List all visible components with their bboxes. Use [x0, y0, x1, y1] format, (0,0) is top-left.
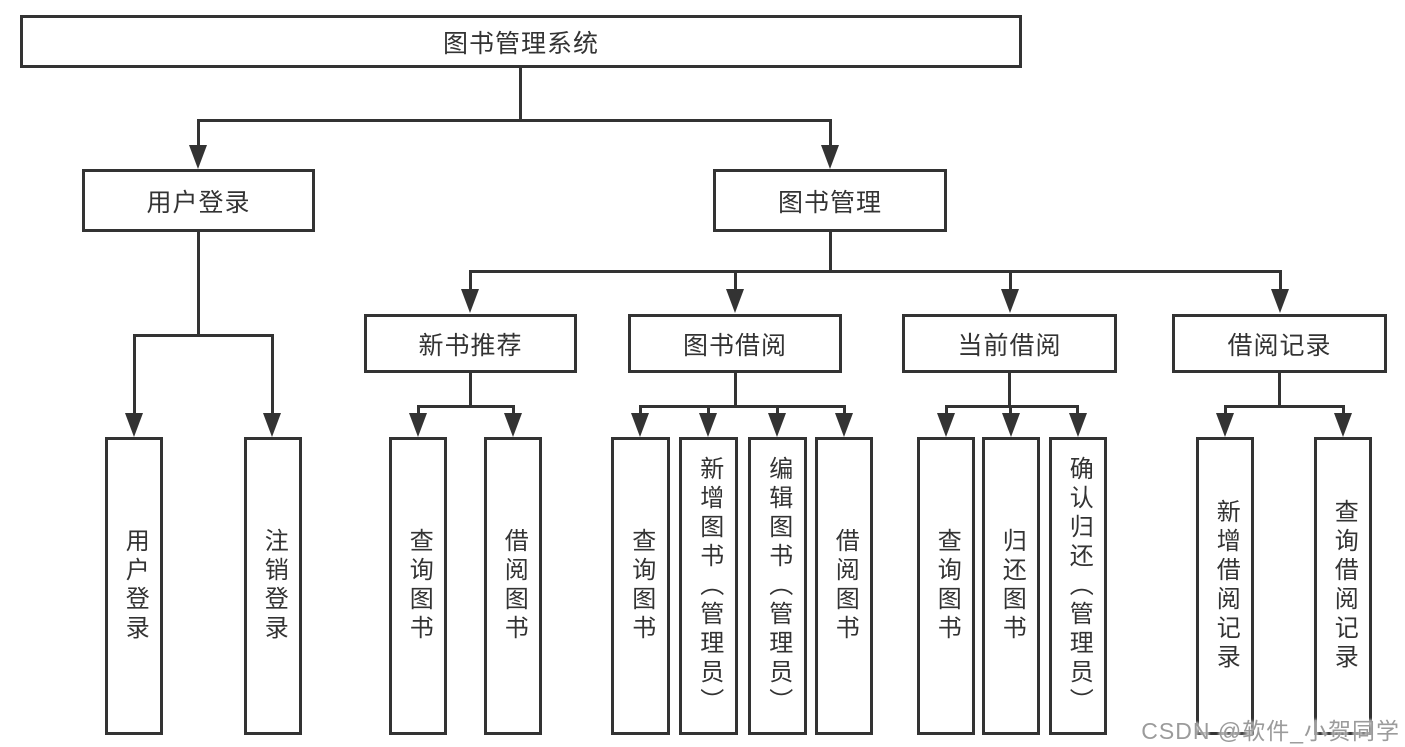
node-borrowing-records: 借阅记录 [1172, 314, 1387, 373]
arrow-down-icon [1271, 289, 1289, 313]
node-user-login: 用户登录 [82, 169, 315, 232]
leaf-label: 查询图书 [405, 528, 433, 644]
arrow-down-icon [189, 145, 207, 169]
line-segment [1224, 405, 1345, 408]
line-segment [469, 373, 472, 408]
line-segment [707, 405, 710, 415]
leaf-label: 借阅图书 [831, 528, 859, 644]
leaf-bb-query-books: 查询图书 [611, 437, 670, 735]
node-label: 新书推荐 [418, 331, 523, 360]
line-segment [1009, 405, 1012, 415]
line-segment [133, 334, 274, 337]
leaf-label: 查询借阅记录 [1330, 499, 1358, 673]
leaf-cb-query-books: 查询图书 [917, 437, 975, 735]
line-segment [417, 405, 515, 408]
arrow-down-icon [1002, 413, 1020, 437]
line-segment [776, 405, 779, 415]
node-library-management-system: 图书管理系统 [20, 15, 1022, 68]
leaf-label: 注销登录 [260, 528, 288, 644]
leaf-label: 新增借阅记录 [1212, 499, 1240, 673]
line-segment [469, 270, 1282, 273]
line-segment [271, 334, 274, 414]
leaf-label: 确认归还（管理员） [1065, 455, 1093, 717]
arrow-down-icon [1216, 413, 1234, 437]
leaf-label: 用户登录 [121, 528, 149, 644]
arrow-down-icon [631, 413, 649, 437]
line-segment [197, 232, 200, 337]
node-new-book-recommend: 新书推荐 [364, 314, 577, 373]
arrow-down-icon [835, 413, 853, 437]
node-label: 用户登录 [146, 188, 251, 217]
line-segment [639, 405, 846, 408]
node-current-borrowing: 当前借阅 [902, 314, 1117, 373]
leaf-label: 新增图书（管理员） [695, 455, 723, 717]
line-segment [1224, 405, 1227, 415]
node-label: 图书管理系统 [442, 29, 599, 58]
arrow-down-icon [263, 413, 281, 437]
arrow-down-icon [1334, 413, 1352, 437]
line-segment [945, 405, 948, 415]
node-label: 图书借阅 [682, 331, 787, 360]
arrow-down-icon [409, 413, 427, 437]
line-segment [1009, 270, 1012, 290]
arrow-down-icon [461, 289, 479, 313]
leaf-label: 查询图书 [627, 528, 655, 644]
line-segment [1342, 405, 1345, 415]
line-segment [197, 119, 200, 147]
node-label: 借阅记录 [1227, 331, 1332, 360]
arrow-down-icon [768, 413, 786, 437]
leaf-bb-add-books-admin: 新增图书（管理员） [679, 437, 738, 735]
leaf-label: 编辑图书（管理员） [764, 455, 792, 717]
line-segment [1076, 405, 1079, 415]
watermark: CSDN @软件_小贺同学 [1141, 718, 1400, 744]
node-label: 当前借阅 [957, 331, 1062, 360]
leaf-label: 归还图书 [998, 528, 1026, 644]
leaf-logout: 注销登录 [244, 437, 302, 735]
leaf-br-query-record: 查询借阅记录 [1314, 437, 1372, 735]
leaf-nbr-borrow-books: 借阅图书 [484, 437, 542, 735]
leaf-user-login: 用户登录 [105, 437, 163, 735]
line-segment [843, 405, 846, 415]
arrow-down-icon [937, 413, 955, 437]
arrow-down-icon [504, 413, 522, 437]
node-book-borrowing: 图书借阅 [628, 314, 842, 373]
arrow-down-icon [699, 413, 717, 437]
line-segment [734, 373, 737, 408]
line-segment [417, 405, 420, 415]
arrow-down-icon [1069, 413, 1087, 437]
line-segment [512, 405, 515, 415]
node-label: 图书管理 [777, 188, 882, 217]
arrow-down-icon [821, 145, 839, 169]
line-segment [734, 270, 737, 290]
line-segment [639, 405, 642, 415]
line-segment [1279, 270, 1282, 290]
leaf-nbr-query-books: 查询图书 [389, 437, 447, 735]
line-segment [519, 68, 522, 122]
line-segment [1008, 373, 1011, 408]
leaf-br-add-record: 新增借阅记录 [1196, 437, 1254, 735]
line-segment [469, 270, 472, 290]
leaf-label: 查询图书 [933, 528, 961, 644]
leaf-label: 借阅图书 [500, 528, 528, 644]
line-segment [829, 119, 832, 147]
leaf-bb-edit-books-admin: 编辑图书（管理员） [748, 437, 807, 735]
leaf-cb-confirm-return-admin: 确认归还（管理员） [1049, 437, 1107, 735]
line-segment [197, 119, 832, 122]
line-segment [829, 232, 832, 273]
line-segment [945, 405, 1079, 408]
leaf-bb-borrow-books: 借阅图书 [815, 437, 873, 735]
leaf-cb-return-books: 归还图书 [982, 437, 1040, 735]
arrow-down-icon [1001, 289, 1019, 313]
arrow-down-icon [726, 289, 744, 313]
node-book-management: 图书管理 [713, 169, 947, 232]
line-segment [133, 334, 136, 414]
line-segment [1278, 373, 1281, 408]
arrow-down-icon [125, 413, 143, 437]
